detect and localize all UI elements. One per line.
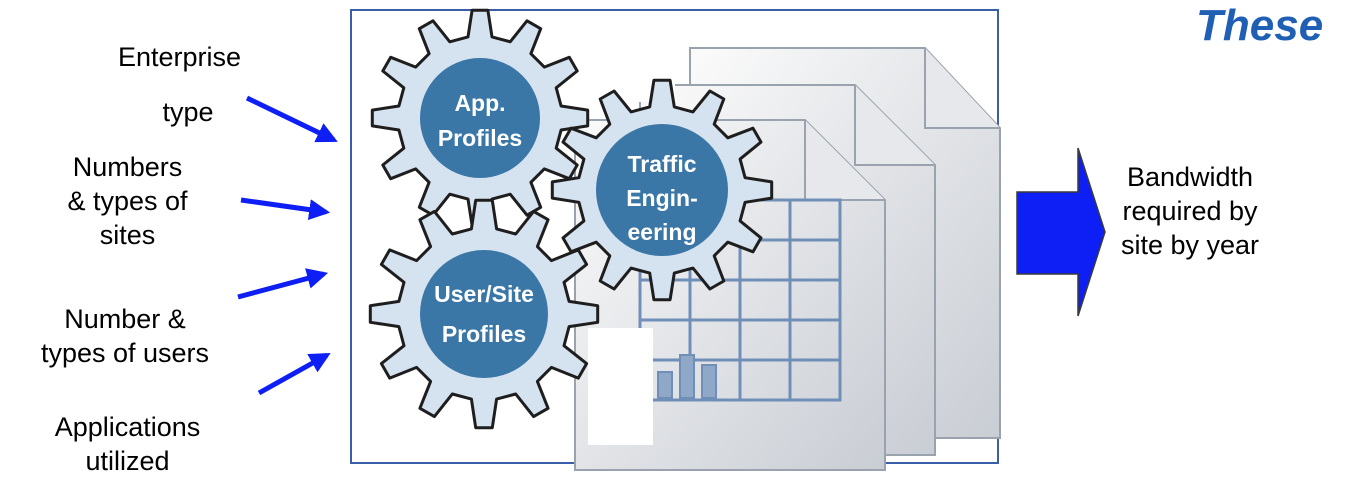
output-line1: Bandwidth <box>1126 162 1254 192</box>
input-enterprise-type-line2-wrap: type <box>128 95 248 129</box>
input-sites-line1: Numbers <box>72 152 183 182</box>
output-line2: required by <box>1122 196 1258 226</box>
input-enterprise-type-line1: Enterprise <box>117 42 242 72</box>
arrow-applications <box>257 352 331 396</box>
gears-group: App.ProfilesTrafficEngin-eeringUser/Site… <box>368 8 774 430</box>
input-users: Number & types of users <box>0 302 250 370</box>
output-line3: site by year <box>1120 230 1260 260</box>
arrow-users <box>237 268 329 300</box>
gear-user-site-profiles-label: Profiles <box>442 321 526 347</box>
gear-traffic-engineering-label: eering <box>627 219 696 245</box>
heading: These <box>1196 1 1324 50</box>
input-enterprise-type-line2: type <box>162 97 214 127</box>
input-enterprise-type: Enterprise <box>72 40 287 74</box>
gear-app-profiles: App. Profiles <box>370 8 590 228</box>
gear-app-profiles-label: Profiles <box>438 125 522 151</box>
input-users-line2: types of users <box>40 338 210 368</box>
output-bandwidth: Bandwidth required by site by year <box>1100 160 1280 262</box>
gear-app-profiles-label: App. <box>454 90 505 116</box>
gear-app-profiles-hub <box>420 58 540 178</box>
input-applications: Applications utilized <box>20 410 235 478</box>
input-arrows <box>237 95 338 396</box>
input-sites-line2: & types of <box>67 186 188 216</box>
gear-traffic-engineering-hub <box>596 124 728 256</box>
input-applications-line2: utilized <box>85 446 170 476</box>
gear-user-site-profiles-label: User/Site <box>434 281 534 307</box>
gear-traffic-engineering-label: Traffic <box>627 151 696 177</box>
arrow-sites <box>240 197 331 221</box>
input-users-line1: Number & <box>64 304 186 334</box>
arrow-enterprise-type <box>245 95 338 143</box>
gear-traffic-engineering-label: Engin- <box>626 185 698 211</box>
input-sites-line3: sites <box>99 220 156 250</box>
input-applications-line1: Applications <box>54 412 201 442</box>
gear-user-site-profiles-hub <box>420 250 548 378</box>
input-sites: Numbers & types of sites <box>20 150 235 252</box>
output-arrow <box>1016 147 1106 317</box>
